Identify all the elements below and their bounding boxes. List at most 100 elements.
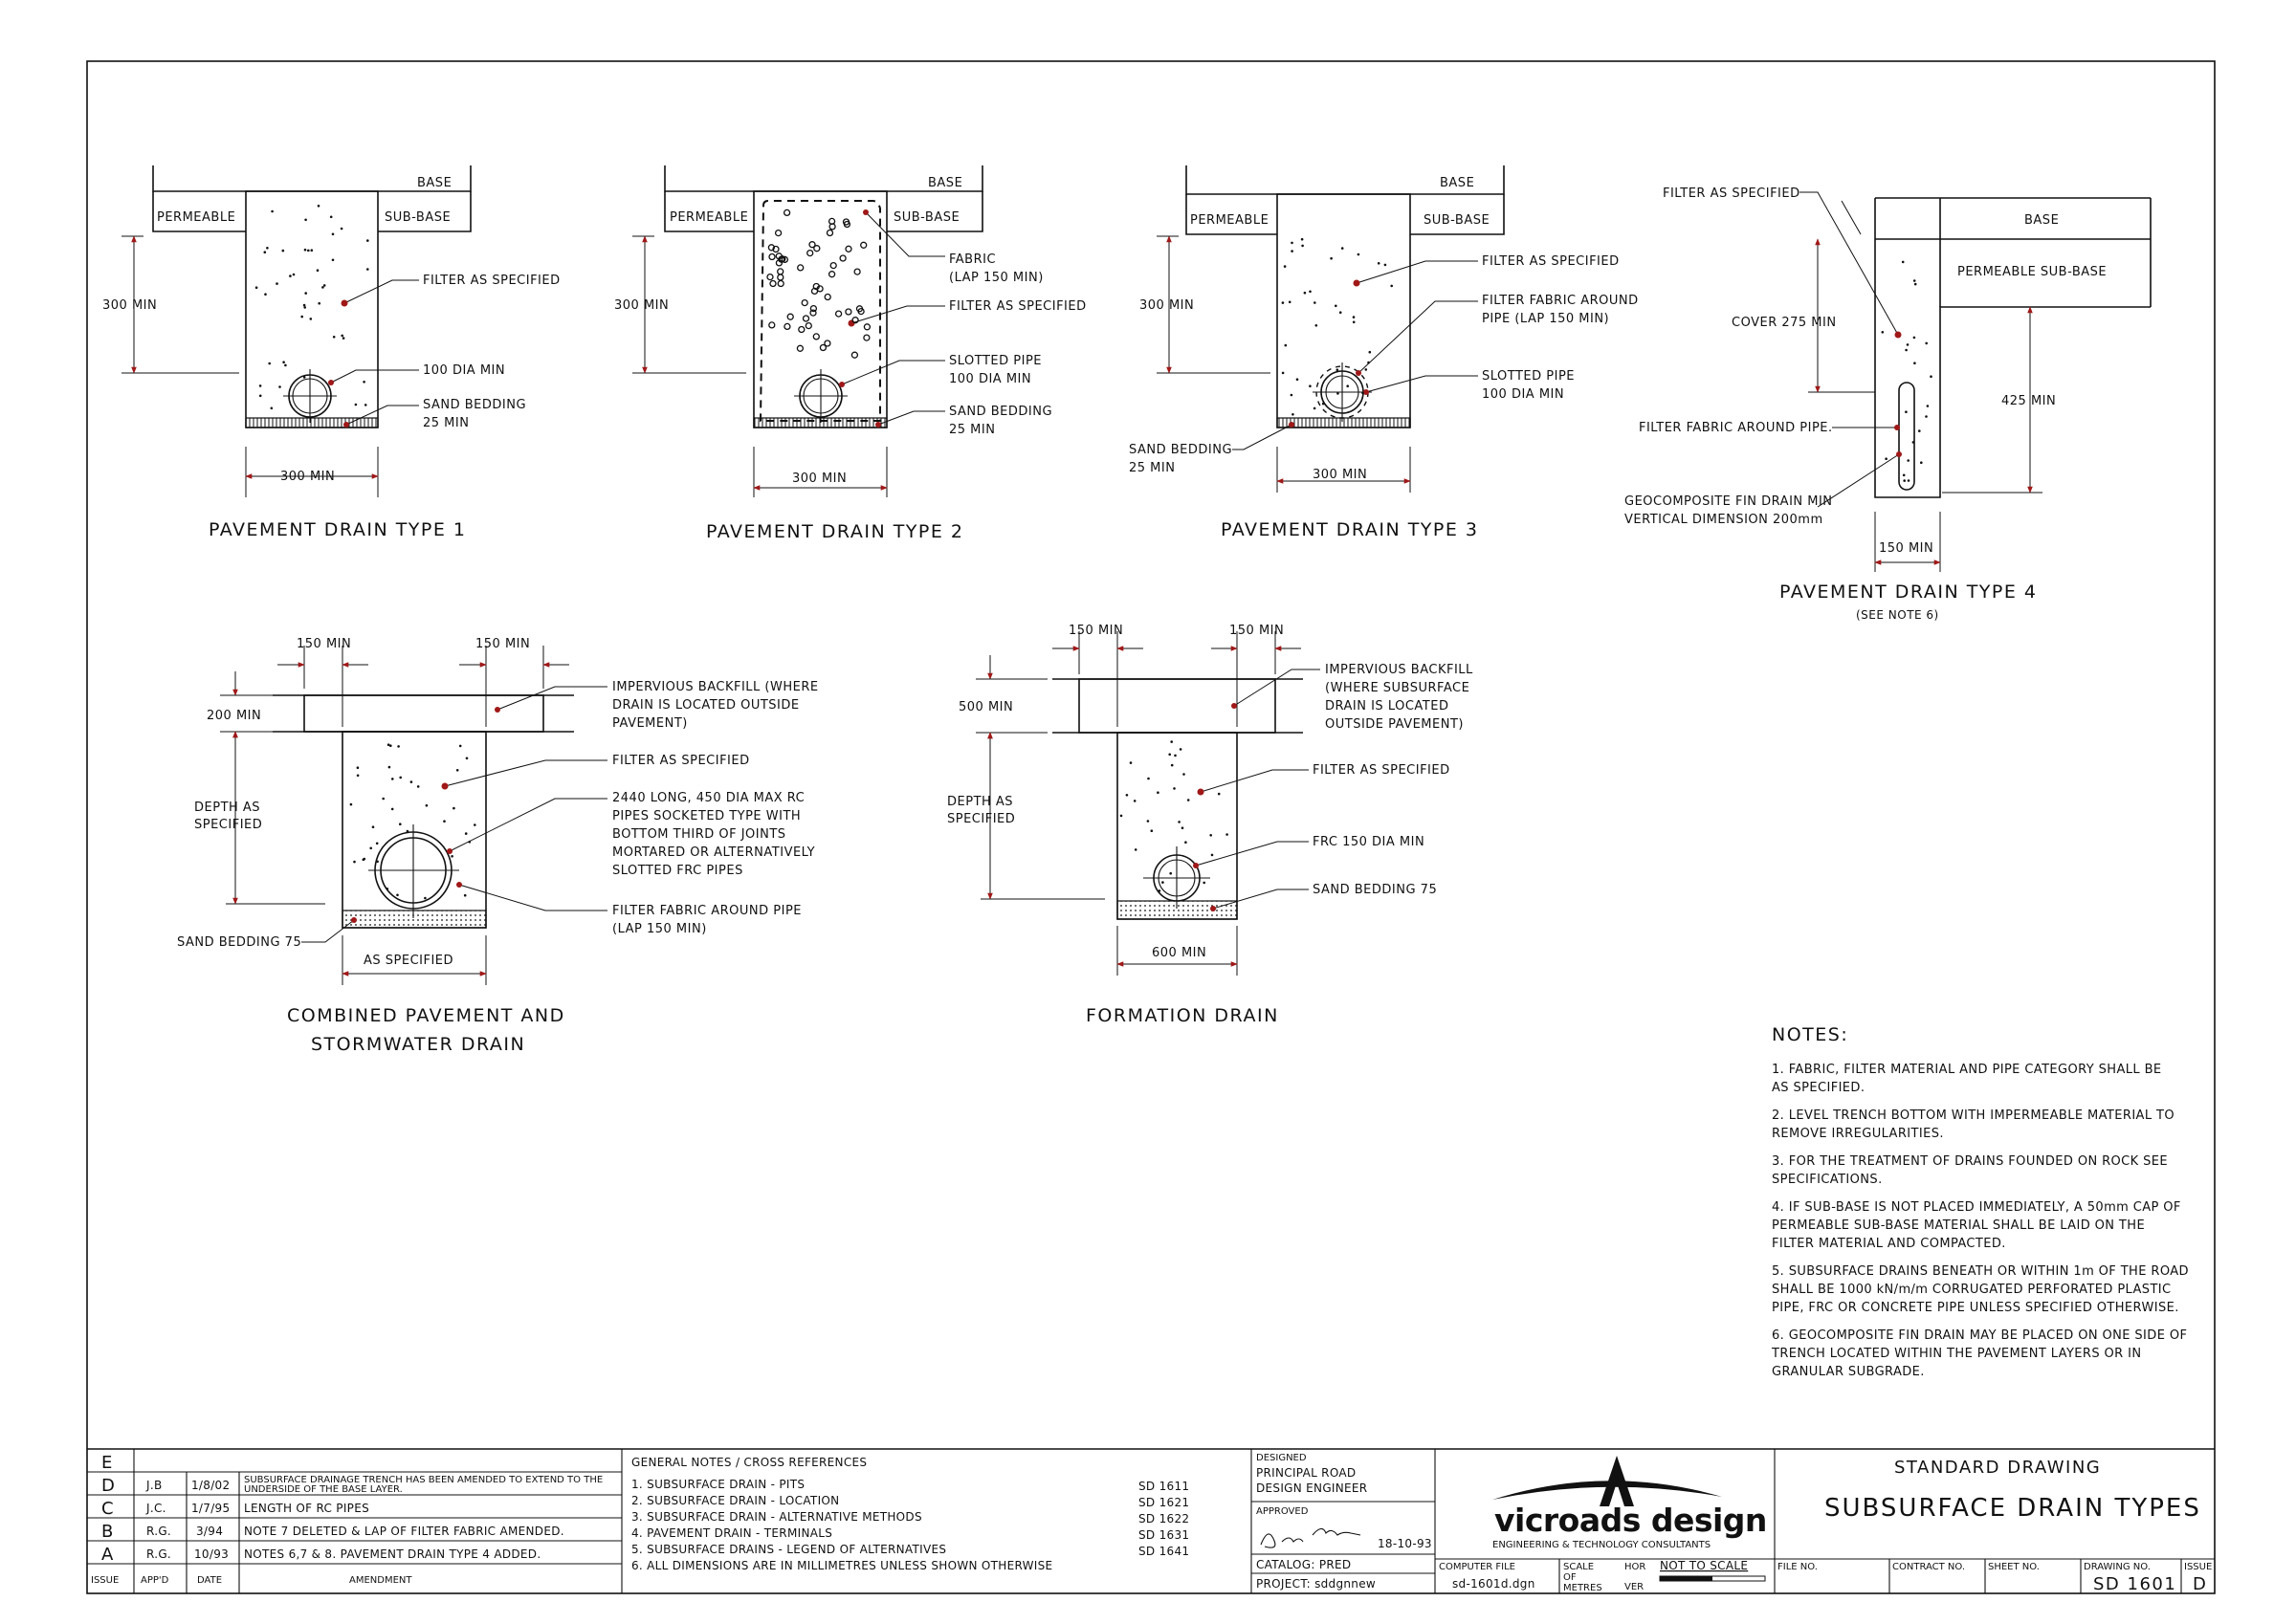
- gravel-circle: [810, 287, 819, 296]
- filter-dot: [1157, 791, 1159, 794]
- sheet-no-label: SHEET NO.: [1988, 1562, 2040, 1572]
- label-sub-base: PERMEABLE SUB-BASE: [1957, 265, 2107, 279]
- dim-width: AS SPECIFIED: [364, 954, 453, 968]
- label-sand-1: SAND BEDDING: [949, 405, 1052, 419]
- notes-heading: NOTES:: [1772, 1024, 1848, 1045]
- filter-dot: [387, 765, 391, 769]
- drawing-no-value: SD 1601: [2093, 1574, 2176, 1594]
- dim-width: 300 MIN: [1313, 468, 1367, 482]
- dim-depth: 300 MIN: [102, 298, 157, 313]
- filter-dot: [1284, 343, 1288, 347]
- label-backfill-1: IMPERVIOUS BACKFILL (WHERE: [612, 680, 819, 694]
- label-depth-2: SPECIFIED: [194, 818, 262, 832]
- filter-dot: [1281, 371, 1285, 375]
- filter-dot: [465, 757, 469, 760]
- title-combined-1: COMBINED PAVEMENT AND: [287, 1005, 565, 1026]
- file-no-label: FILE NO.: [1777, 1562, 1818, 1572]
- gravel-circle: [826, 229, 834, 237]
- gravel-circle: [828, 217, 836, 226]
- label-fabric: FILTER FABRIC AROUND PIPE.: [1639, 421, 1833, 435]
- gravel-circle: [828, 271, 836, 278]
- filter-dot: [266, 247, 269, 250]
- general-ref-5: SD 1641: [1138, 1545, 1189, 1558]
- issue-label: ISSUE: [2184, 1562, 2212, 1572]
- rev-date-c: 1/7/95: [191, 1502, 230, 1515]
- logo-arch: [1492, 1481, 1722, 1500]
- filter-dot: [302, 376, 306, 379]
- rev-appd-d: J.B: [145, 1479, 163, 1492]
- title-formation: FORMATION DRAIN: [1086, 1005, 1279, 1026]
- rev-date-a: 10/93: [194, 1547, 229, 1561]
- filter-dot: [363, 857, 366, 861]
- filter-dot: [1368, 350, 1372, 354]
- filter-dot: [376, 860, 379, 864]
- gravel-circle: [812, 333, 820, 340]
- scale-hor: HOR: [1624, 1562, 1645, 1572]
- filter-dot: [1309, 384, 1312, 388]
- label-geo-1: GEOCOMPOSITE FIN DRAIN MIN: [1624, 494, 1833, 509]
- gravel-circle: [813, 245, 821, 252]
- filter-dot: [363, 381, 365, 384]
- filter-dot: [341, 334, 344, 338]
- label-pipe-1: SLOTTED PIPE: [1482, 369, 1575, 384]
- filter-dot: [289, 274, 292, 277]
- gravel-circle: [802, 315, 810, 322]
- label-sand-2: 25 MIN: [1129, 461, 1175, 475]
- filter-dot: [1300, 237, 1304, 241]
- rev-date-d: 1/8/02: [191, 1479, 230, 1492]
- formation-drain: 150 MIN 150 MIN 500 MIN DEPTH AS SPECIFI…: [947, 624, 1473, 1026]
- filter-dots: [254, 205, 1932, 900]
- rev-amend-d-1: SUBSURFACE DRAINAGE TRENCH HAS BEEN AMEN…: [244, 1475, 603, 1485]
- gravel-circle: [784, 322, 791, 331]
- note-1-line-1: 1. FABRIC, FILTER MATERIAL AND PIPE CATE…: [1772, 1063, 2162, 1077]
- filter-dot: [1133, 800, 1137, 802]
- filter-dot: [1281, 301, 1285, 304]
- filter-dot: [409, 780, 413, 783]
- label-sand-1: SAND BEDDING: [423, 398, 526, 412]
- gravel-circle: [863, 323, 872, 331]
- label-backfill-3: PAVEMENT): [612, 716, 688, 731]
- filter-dot: [307, 249, 310, 252]
- gravel-circle: [819, 343, 828, 352]
- filter-dot: [382, 797, 386, 801]
- filter-dot: [349, 802, 353, 806]
- filter-dot: [364, 404, 367, 406]
- filter-dot: [451, 855, 453, 858]
- label-pipe-1: 2440 LONG, 450 DIA MAX RC: [612, 791, 805, 805]
- filter-dot: [1210, 853, 1214, 857]
- filter-dot: [1119, 814, 1123, 818]
- rev-issue-a: A: [101, 1545, 115, 1565]
- rev-e: E: [101, 1453, 114, 1473]
- filter-dot: [416, 785, 420, 788]
- filter-dot: [397, 745, 400, 748]
- filter-dot: [1361, 391, 1364, 395]
- filter-dot: [1346, 384, 1349, 388]
- filter-dot: [406, 829, 409, 833]
- label-backfill-3: DRAIN IS LOCATED: [1325, 699, 1448, 713]
- filter-dot: [463, 893, 467, 897]
- filter-dot: [278, 385, 281, 388]
- filter-dot: [1301, 244, 1304, 248]
- label-sand: SAND BEDDING 75: [1313, 883, 1437, 897]
- gravel-circle: [843, 220, 851, 229]
- label-pipe: FRC 150 DIA MIN: [1313, 835, 1424, 849]
- general-ref-1: SD 1611: [1138, 1480, 1189, 1493]
- filter-dot: [271, 209, 274, 213]
- filter-dot: [353, 860, 356, 864]
- gravel-circle: [824, 293, 831, 301]
- filter-dot: [1179, 748, 1182, 751]
- filter-dot: [455, 769, 459, 772]
- filter-dot: [1303, 291, 1307, 295]
- filter-dot: [1173, 787, 1176, 790]
- gravel-circle: [809, 304, 818, 313]
- subtitle-type-4: (SEE NOTE 6): [1856, 608, 1939, 622]
- label-pipe-2: PIPES SOCKETED TYPE WITH: [612, 809, 801, 823]
- computer-file-label: COMPUTER FILE: [1439, 1562, 1515, 1572]
- filter-dot: [371, 825, 375, 828]
- label-pipe-2: 100 DIA MIN: [1482, 387, 1564, 402]
- filter-dot: [1336, 392, 1339, 395]
- gravel-circle: [768, 321, 776, 329]
- rev-amend-c: LENGTH OF RC PIPES: [244, 1502, 369, 1515]
- label-fabric-1: FABRIC: [949, 252, 996, 267]
